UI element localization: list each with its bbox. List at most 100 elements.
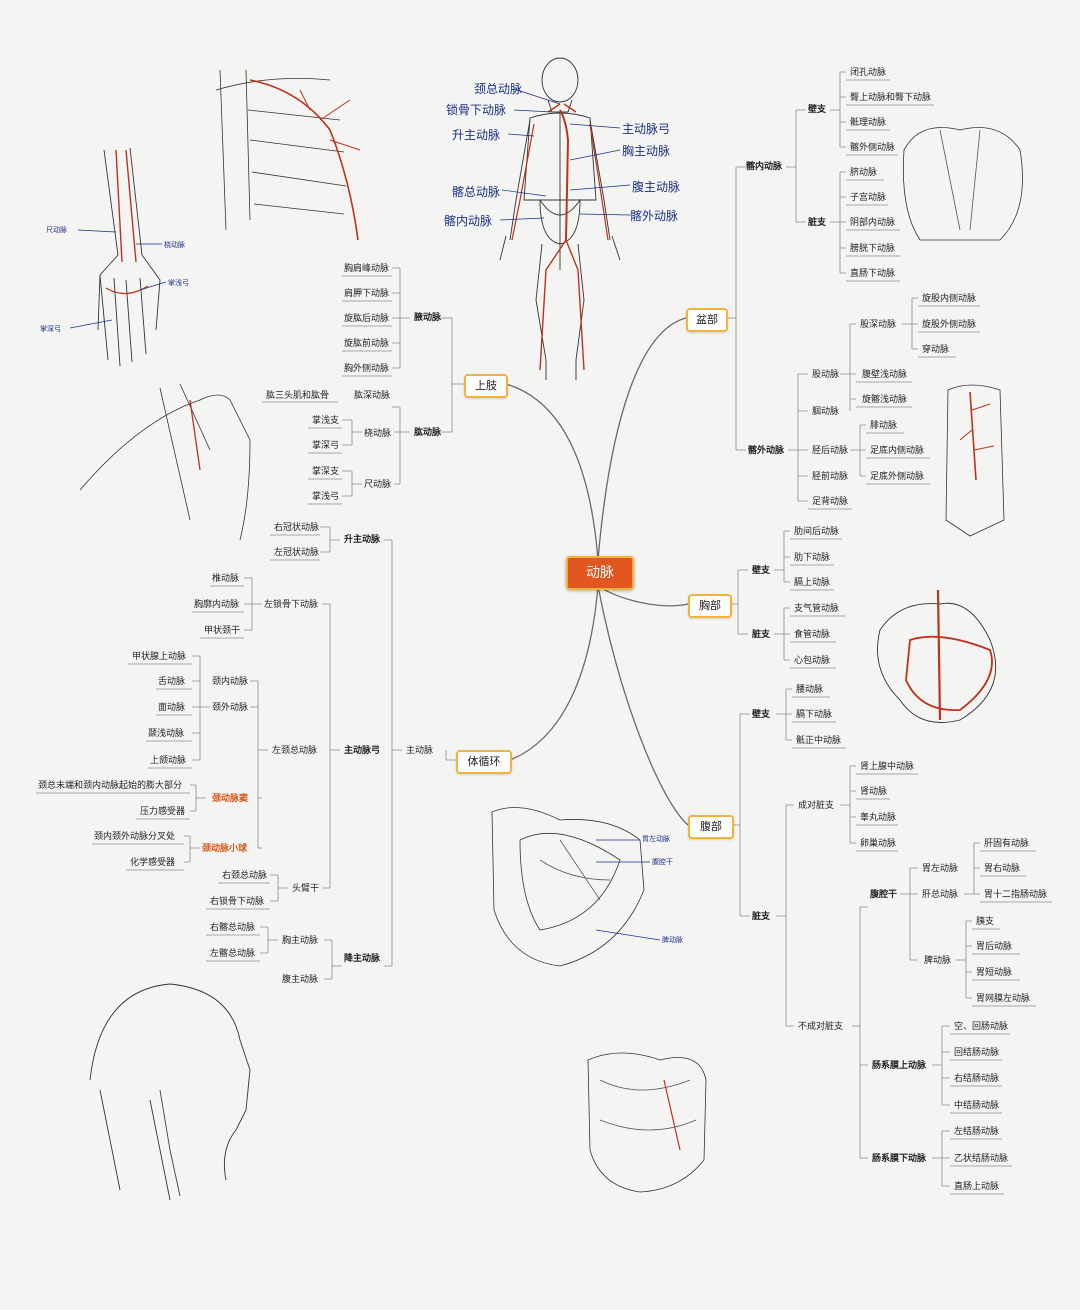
node-unpaired-visceral: 不成对脏支 [798,1022,844,1032]
node-internal-iliac: 髂内动脉 [746,162,783,172]
node-anterior-tibial: 胫前动脉 [812,472,849,482]
node-pericardial: 心包动脉 [794,656,831,666]
node-right-subclavian: 右锁骨下动脉 [210,897,265,907]
node-carotid-sinus-desc: 颈总末端和颈内动脉起始的膨大部分 [38,781,183,791]
node-superior-thyroid: 甲状腺上动脉 [132,652,187,662]
node-superficial-palmar-branch: 掌浅支 [312,416,340,426]
node-superficial-palmar-arch: 掌浅弓 [312,492,340,502]
node-common-hepatic: 肝总动脉 [922,890,959,900]
neck-figure [79,383,251,541]
node-posterior-circumflex-humeral: 旋肱后动脉 [344,314,390,324]
node-superior-phrenic: 膈上动脉 [794,578,831,588]
node-left-gastric: 胃左动脉 [922,864,959,874]
node-lateral-plantar: 足底外侧动脉 [870,472,925,482]
node-gastroduodenal: 胃十二指肠动脉 [984,890,1048,900]
node-proper-hepatic: 肝固有动脉 [984,839,1030,849]
node-inferior-vesical: 膀胱下动脉 [850,244,896,254]
node-subcostal: 肋下动脉 [794,553,831,563]
node-lingual: 舌动脉 [158,677,186,687]
node-esophageal: 食管动脉 [794,630,831,640]
node-thoracic-parietal: 壁支 [752,566,771,576]
node-celiac-trunk: 腹腔干 [870,890,898,900]
node-right-gastric: 胃右动脉 [984,864,1021,874]
central-node-arteries[interactable]: 动脉 [566,556,634,590]
arm-figure [97,147,161,367]
branch-abdomen[interactable]: 腹部 [688,815,734,839]
label-common-iliac: 髂总动脉 [452,185,501,199]
node-femoral: 股动脉 [812,370,840,380]
node-abdominal-aorta: 腹主动脉 [282,975,319,985]
node-iliolumbar: 骶理动脉 [850,118,887,128]
node-maxillary: 上颌动脉 [150,756,187,766]
skeleton-figure [499,57,621,380]
node-chemoreceptor: 化学感受器 [130,858,176,868]
branch-pelvis[interactable]: 盆部 [686,308,728,332]
node-right-common-carotid: 右颈总动脉 [222,871,268,881]
node-left-gastroepiploic: 胃网膜左动脉 [976,994,1031,1004]
branch-upper-limb[interactable]: 上肢 [464,374,508,398]
node-jejunal-ileal: 空、回肠动脉 [954,1022,1009,1032]
label-left-gastric: 胃左动脉 [642,835,670,843]
node-ovarian: 卵巢动脉 [860,839,897,849]
branch-thorax[interactable]: 胸部 [688,594,732,618]
node-brachiocephalic-trunk: 头臂干 [292,884,320,894]
node-triceps-and-humerus: 肱三头肌和肱骨 [266,391,330,401]
node-deep-palmar-branch: 掌深支 [312,467,340,477]
node-pelvic-visceral: 脏支 [808,218,827,228]
label-external-iliac: 髂外动脉 [630,209,679,223]
heart-figure [877,589,997,723]
node-left-common-iliac: 左髂总动脉 [210,949,256,959]
node-obturator: 闭孔动脉 [850,68,887,78]
figure-leader-lines [69,88,661,941]
label-deep-palmar-arch: 掌深弓 [40,325,61,333]
node-medial-circumflex-femoral: 旋股内侧动脉 [922,294,977,304]
node-anterior-circumflex-humeral: 旋肱前动脉 [344,339,390,349]
node-external-carotid: 颈外动脉 [212,703,249,713]
label-celiac-trunk: 腹腔干 [652,858,673,866]
node-thoracic-aorta: 胸主动脉 [282,936,319,946]
node-gluteal: 臀上动脉和臀下动脉 [850,93,932,103]
node-sigmoid: 乙状结肠动脉 [954,1154,1009,1164]
label-subclavian: 锁骨下动脉 [446,103,507,117]
node-pancreatic-branches: 胰支 [976,917,995,927]
node-bronchial: 支气管动脉 [794,604,840,614]
node-right-coronary: 右冠状动脉 [274,523,320,533]
node-external-iliac: 髂外动脉 [748,446,785,456]
label-common-carotid: 颈总动脉 [474,82,523,96]
node-right-colic: 右结肠动脉 [954,1074,1000,1084]
node-internal-pudendal: 阴部内动脉 [850,218,896,228]
node-thyrocervical-trunk: 甲状颈干 [204,626,241,636]
node-lumbar: 腰动脉 [796,685,824,695]
main-connectors [505,317,689,826]
node-descending-aorta: 降主动脉 [344,954,381,964]
node-inferior-mesenteric: 肠系膜下动脉 [872,1154,927,1164]
node-right-common-iliac: 右髂总动脉 [210,923,256,933]
node-thoracoacromial: 胸肩峰动脉 [344,264,390,274]
node-left-colic: 左结肠动脉 [954,1127,1000,1137]
node-renal: 肾动脉 [860,787,888,797]
node-axillary-artery: 腋动脉 [414,313,442,323]
node-brachial-artery: 肱动脉 [414,428,442,438]
node-fibular: 腓动脉 [870,421,898,431]
node-carotid-bifurcation: 颈内颈外动脉分叉处 [94,832,176,842]
node-deep-brachial: 肱深动脉 [354,391,391,401]
node-ulnar-artery: 尺动脉 [364,480,392,490]
node-medial-plantar: 足底内侧动脉 [870,446,925,456]
tree-brackets [184,71,980,1187]
node-dorsalis-pedis: 足背动脉 [812,497,849,507]
label-splenic: 脾动脉 [662,936,683,944]
leaf-underlines [36,79,1052,1195]
label-radial: 桡动脉 [164,241,185,249]
intestine-figure [587,1052,707,1193]
node-superior-mesenteric: 肠系膜上动脉 [872,1061,927,1071]
node-pelvic-parietal: 壁支 [808,105,827,115]
node-abdominal-parietal: 壁支 [752,710,771,720]
branch-systemic-circulation[interactable]: 体循环 [456,750,512,774]
node-internal-thoracic: 胸廓内动脉 [194,600,240,610]
label-ulnar: 尺动脉 [46,226,67,234]
node-carotid-body: 颈动脉小球 [202,844,248,854]
node-lateral-thoracic: 胸外侧动脉 [344,364,390,374]
label-abdominal-aorta: 腹主动脉 [632,180,681,194]
node-posterior-intercostal: 肋间后动脉 [794,527,840,537]
